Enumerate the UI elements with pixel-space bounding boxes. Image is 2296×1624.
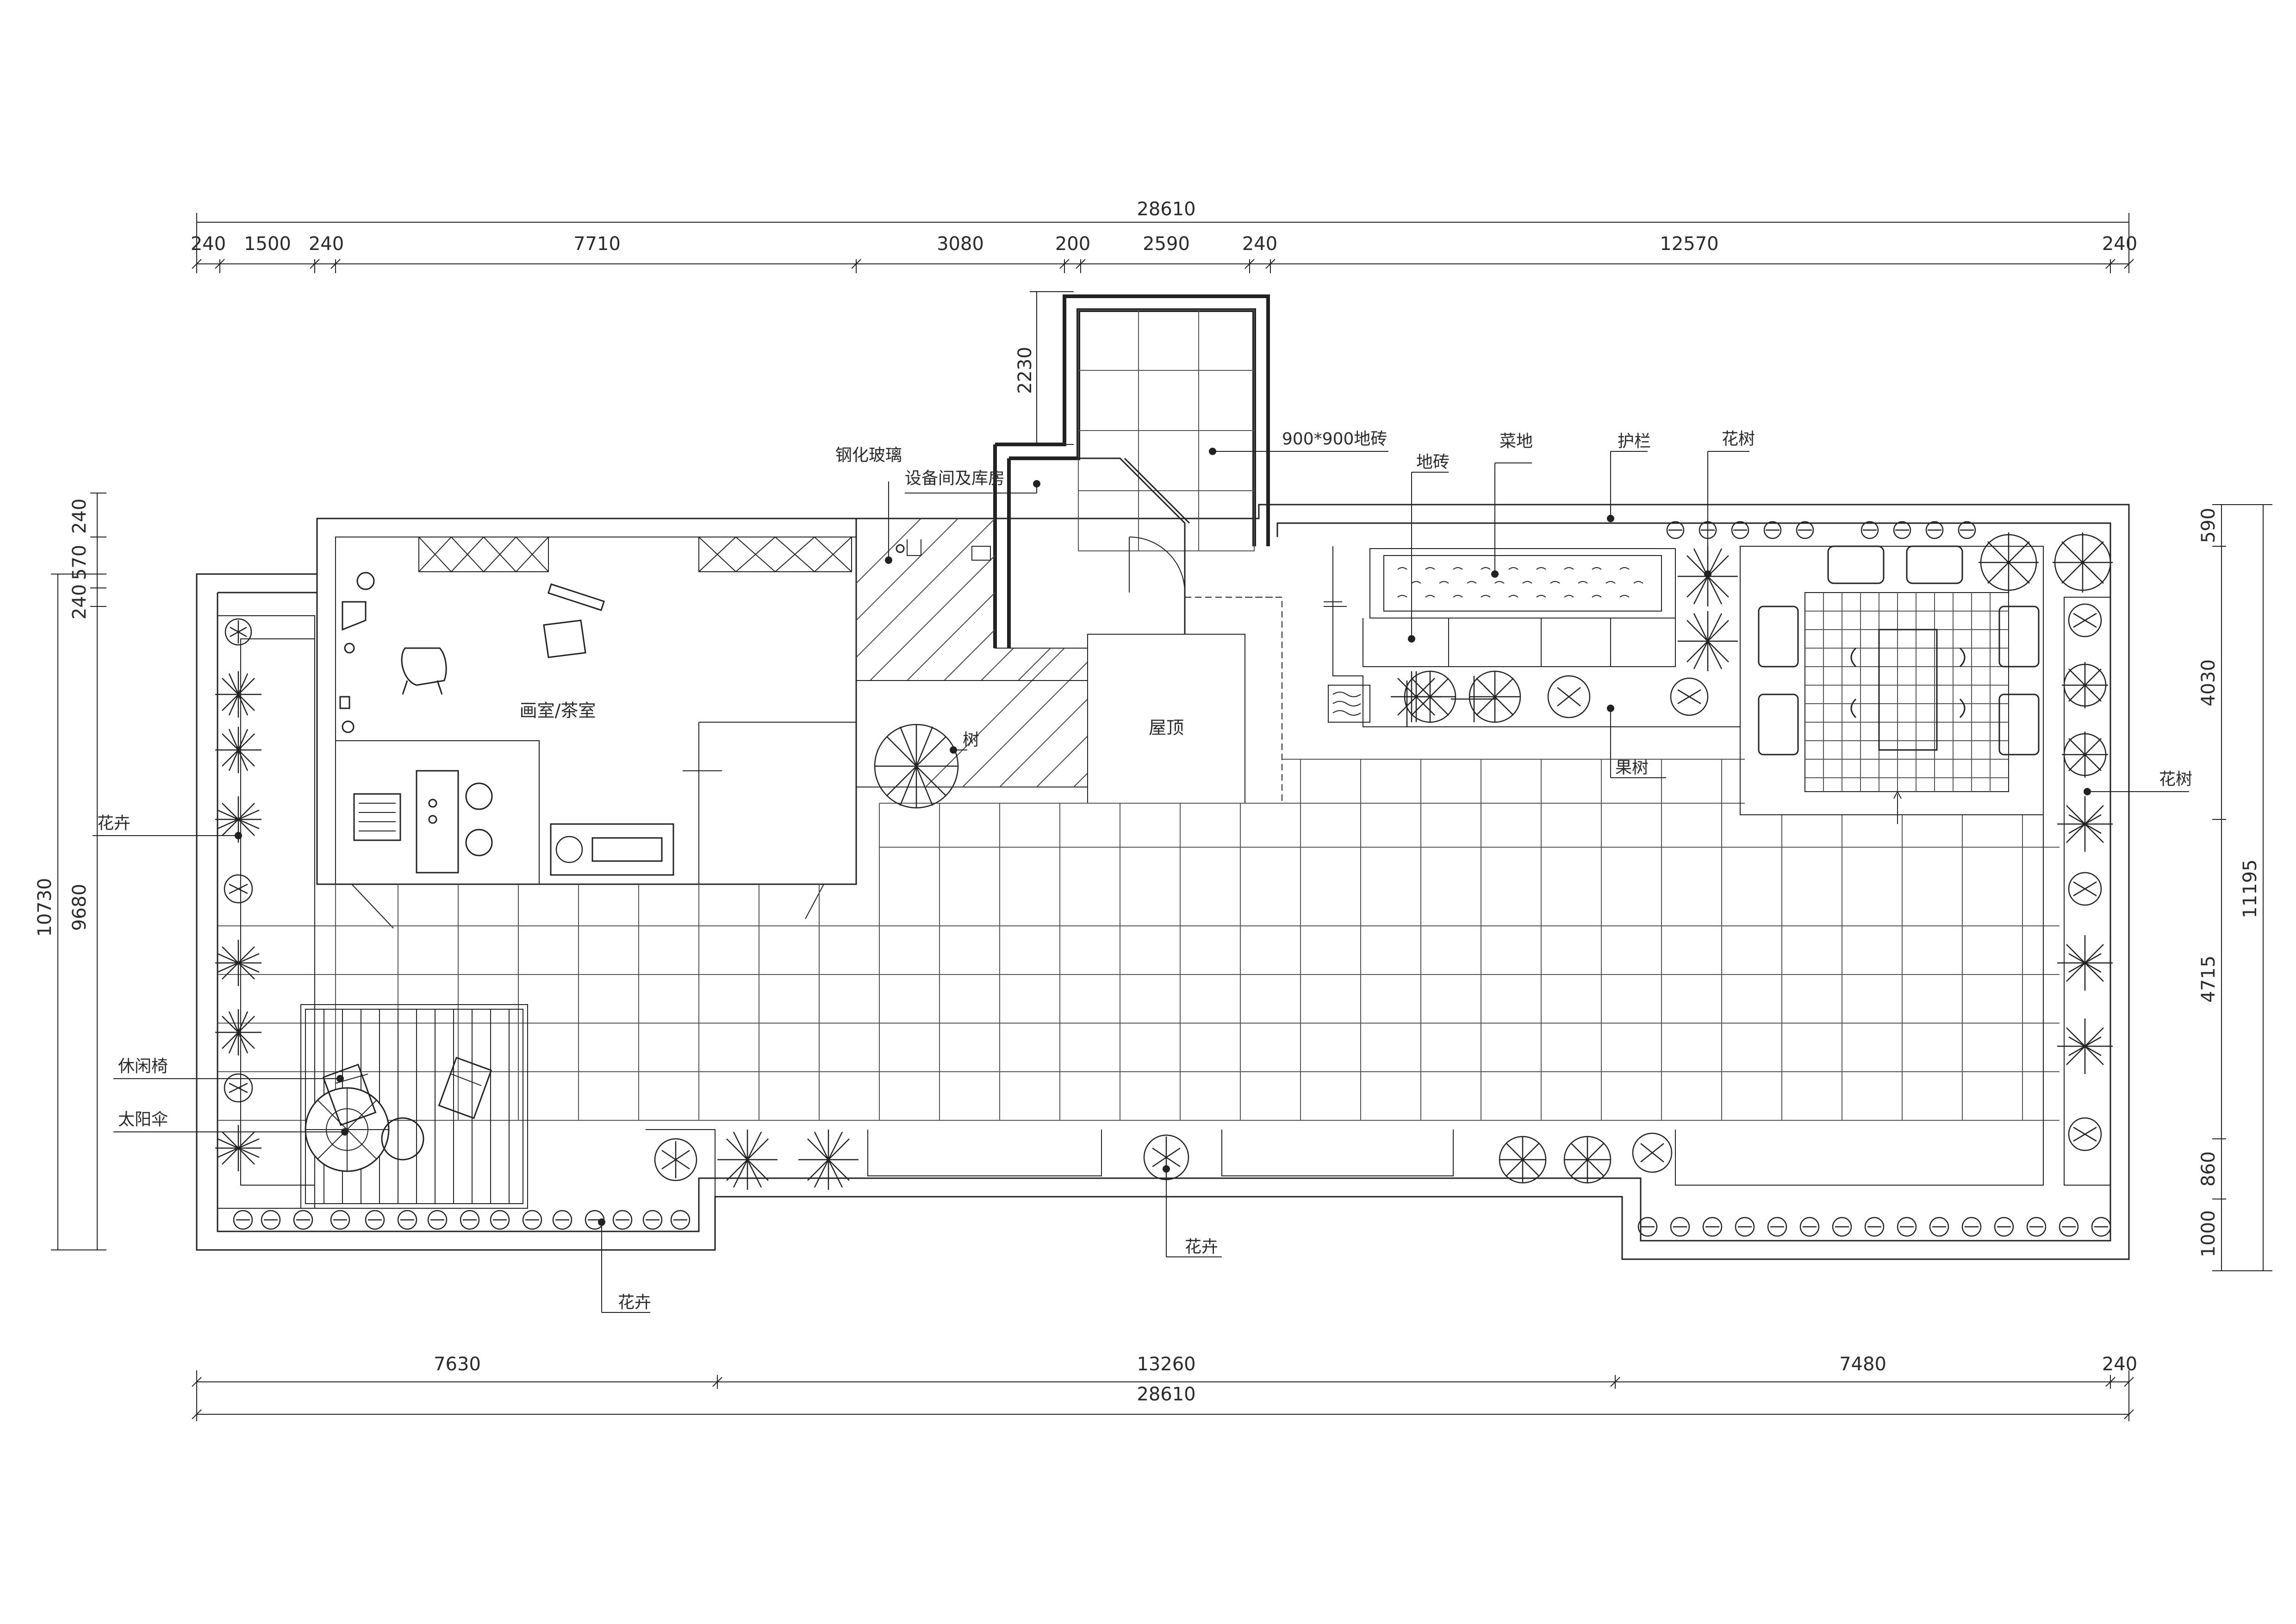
right-dimensions	[2212, 504, 2272, 1271]
label-flowers-bottom-left: 花卉	[618, 1293, 651, 1312]
callout-leaders	[93, 448, 2189, 1313]
dim-left-outer: 10730	[34, 878, 56, 937]
roof-label: 屋顶	[1149, 718, 1184, 738]
label-flowers-left: 花卉	[97, 814, 131, 833]
shrub-star	[215, 671, 261, 718]
dim-right-seg-4: 860	[2198, 1151, 2219, 1187]
dim-top-seg-7: 2590	[1143, 233, 1190, 255]
bottom-dimensions	[192, 1370, 2134, 1421]
label-flower-tree-top: 花树	[1722, 430, 1755, 449]
planter-edges	[217, 546, 2111, 1209]
dim-top-total: 28610	[1137, 199, 1195, 220]
dim-top-seg-8: 240	[1242, 233, 1277, 255]
vegetable-plot	[1397, 567, 1643, 598]
label-fruit-tree: 果树	[1615, 758, 1649, 777]
dim-top-seg-4: 7710	[573, 233, 621, 255]
dim-left-inner: 9680	[69, 884, 90, 931]
roof-outline	[196, 504, 2130, 1260]
flower-bush	[224, 618, 252, 646]
floor-tile-grid	[218, 759, 2060, 1121]
leisure-chairs	[322, 1056, 492, 1126]
dining-pavilion	[1740, 545, 2044, 824]
label-railing: 护栏	[1618, 432, 1651, 451]
label-leisure-chair: 休闲椅	[118, 1057, 168, 1076]
stair-core	[993, 294, 1270, 648]
label-tree: 树	[963, 731, 979, 750]
dim-top-seg-5: 3080	[937, 233, 984, 255]
dim-right-seg-5: 1000	[2198, 1210, 2219, 1257]
dim-bottom-seg-3: 7480	[1839, 1354, 1886, 1375]
sun-umbrella	[305, 1087, 424, 1172]
top-dimensions	[192, 213, 2134, 445]
studio-label: 画室/茶室	[520, 700, 596, 721]
dim-bottom-total: 28610	[1137, 1384, 1195, 1405]
dim-top-seg-10: 240	[2102, 233, 2137, 255]
direction-arrows	[683, 606, 1347, 771]
dim-bottom-seg-1: 7630	[434, 1354, 481, 1375]
dim-right-seg-3: 4715	[2198, 956, 2219, 1003]
label-vegetable-plot: 菜地	[1500, 432, 1533, 451]
dim-bottom-seg-2: 13260	[1137, 1354, 1195, 1375]
dim-top-seg-1: 240	[191, 233, 226, 255]
label-floor-tile: 地砖	[1416, 453, 1450, 472]
dim-top-seg-3: 240	[309, 233, 344, 255]
dim-top-seg-2: 1500	[244, 233, 291, 255]
dim-bottom-seg-4: 240	[2102, 1354, 2137, 1375]
label-sun-umbrella: 太阳伞	[118, 1110, 168, 1129]
dim-right-seg-2: 4030	[2198, 659, 2219, 706]
left-dimensions	[51, 493, 106, 1250]
shrub-star	[215, 796, 261, 843]
dim-top-seg-6: 200	[1055, 233, 1090, 255]
studio-room	[316, 518, 857, 929]
dim-right-total: 11195	[2240, 859, 2261, 918]
label-flowers-bottom-mid: 花卉	[1185, 1237, 1218, 1256]
plants	[215, 521, 2113, 1237]
shrub-star	[215, 727, 261, 773]
dim-left-top-2: 570	[69, 545, 90, 580]
label-equipment-room: 设备间及库房	[905, 469, 1005, 488]
dim-stair-height: 2230	[1014, 347, 1036, 394]
label-tempered-glass: 钢化玻璃	[835, 446, 902, 465]
label-flower-tree-right: 花树	[2159, 770, 2192, 789]
dim-left-top-1: 240	[69, 499, 90, 534]
label-floor-tile-900: 900*900地砖	[1282, 430, 1387, 449]
dim-left-top-3: 240	[69, 584, 90, 619]
dim-top-seg-9: 12570	[1660, 233, 1718, 255]
dim-right-seg-1: 590	[2198, 508, 2219, 543]
tree-symbol	[874, 724, 959, 809]
